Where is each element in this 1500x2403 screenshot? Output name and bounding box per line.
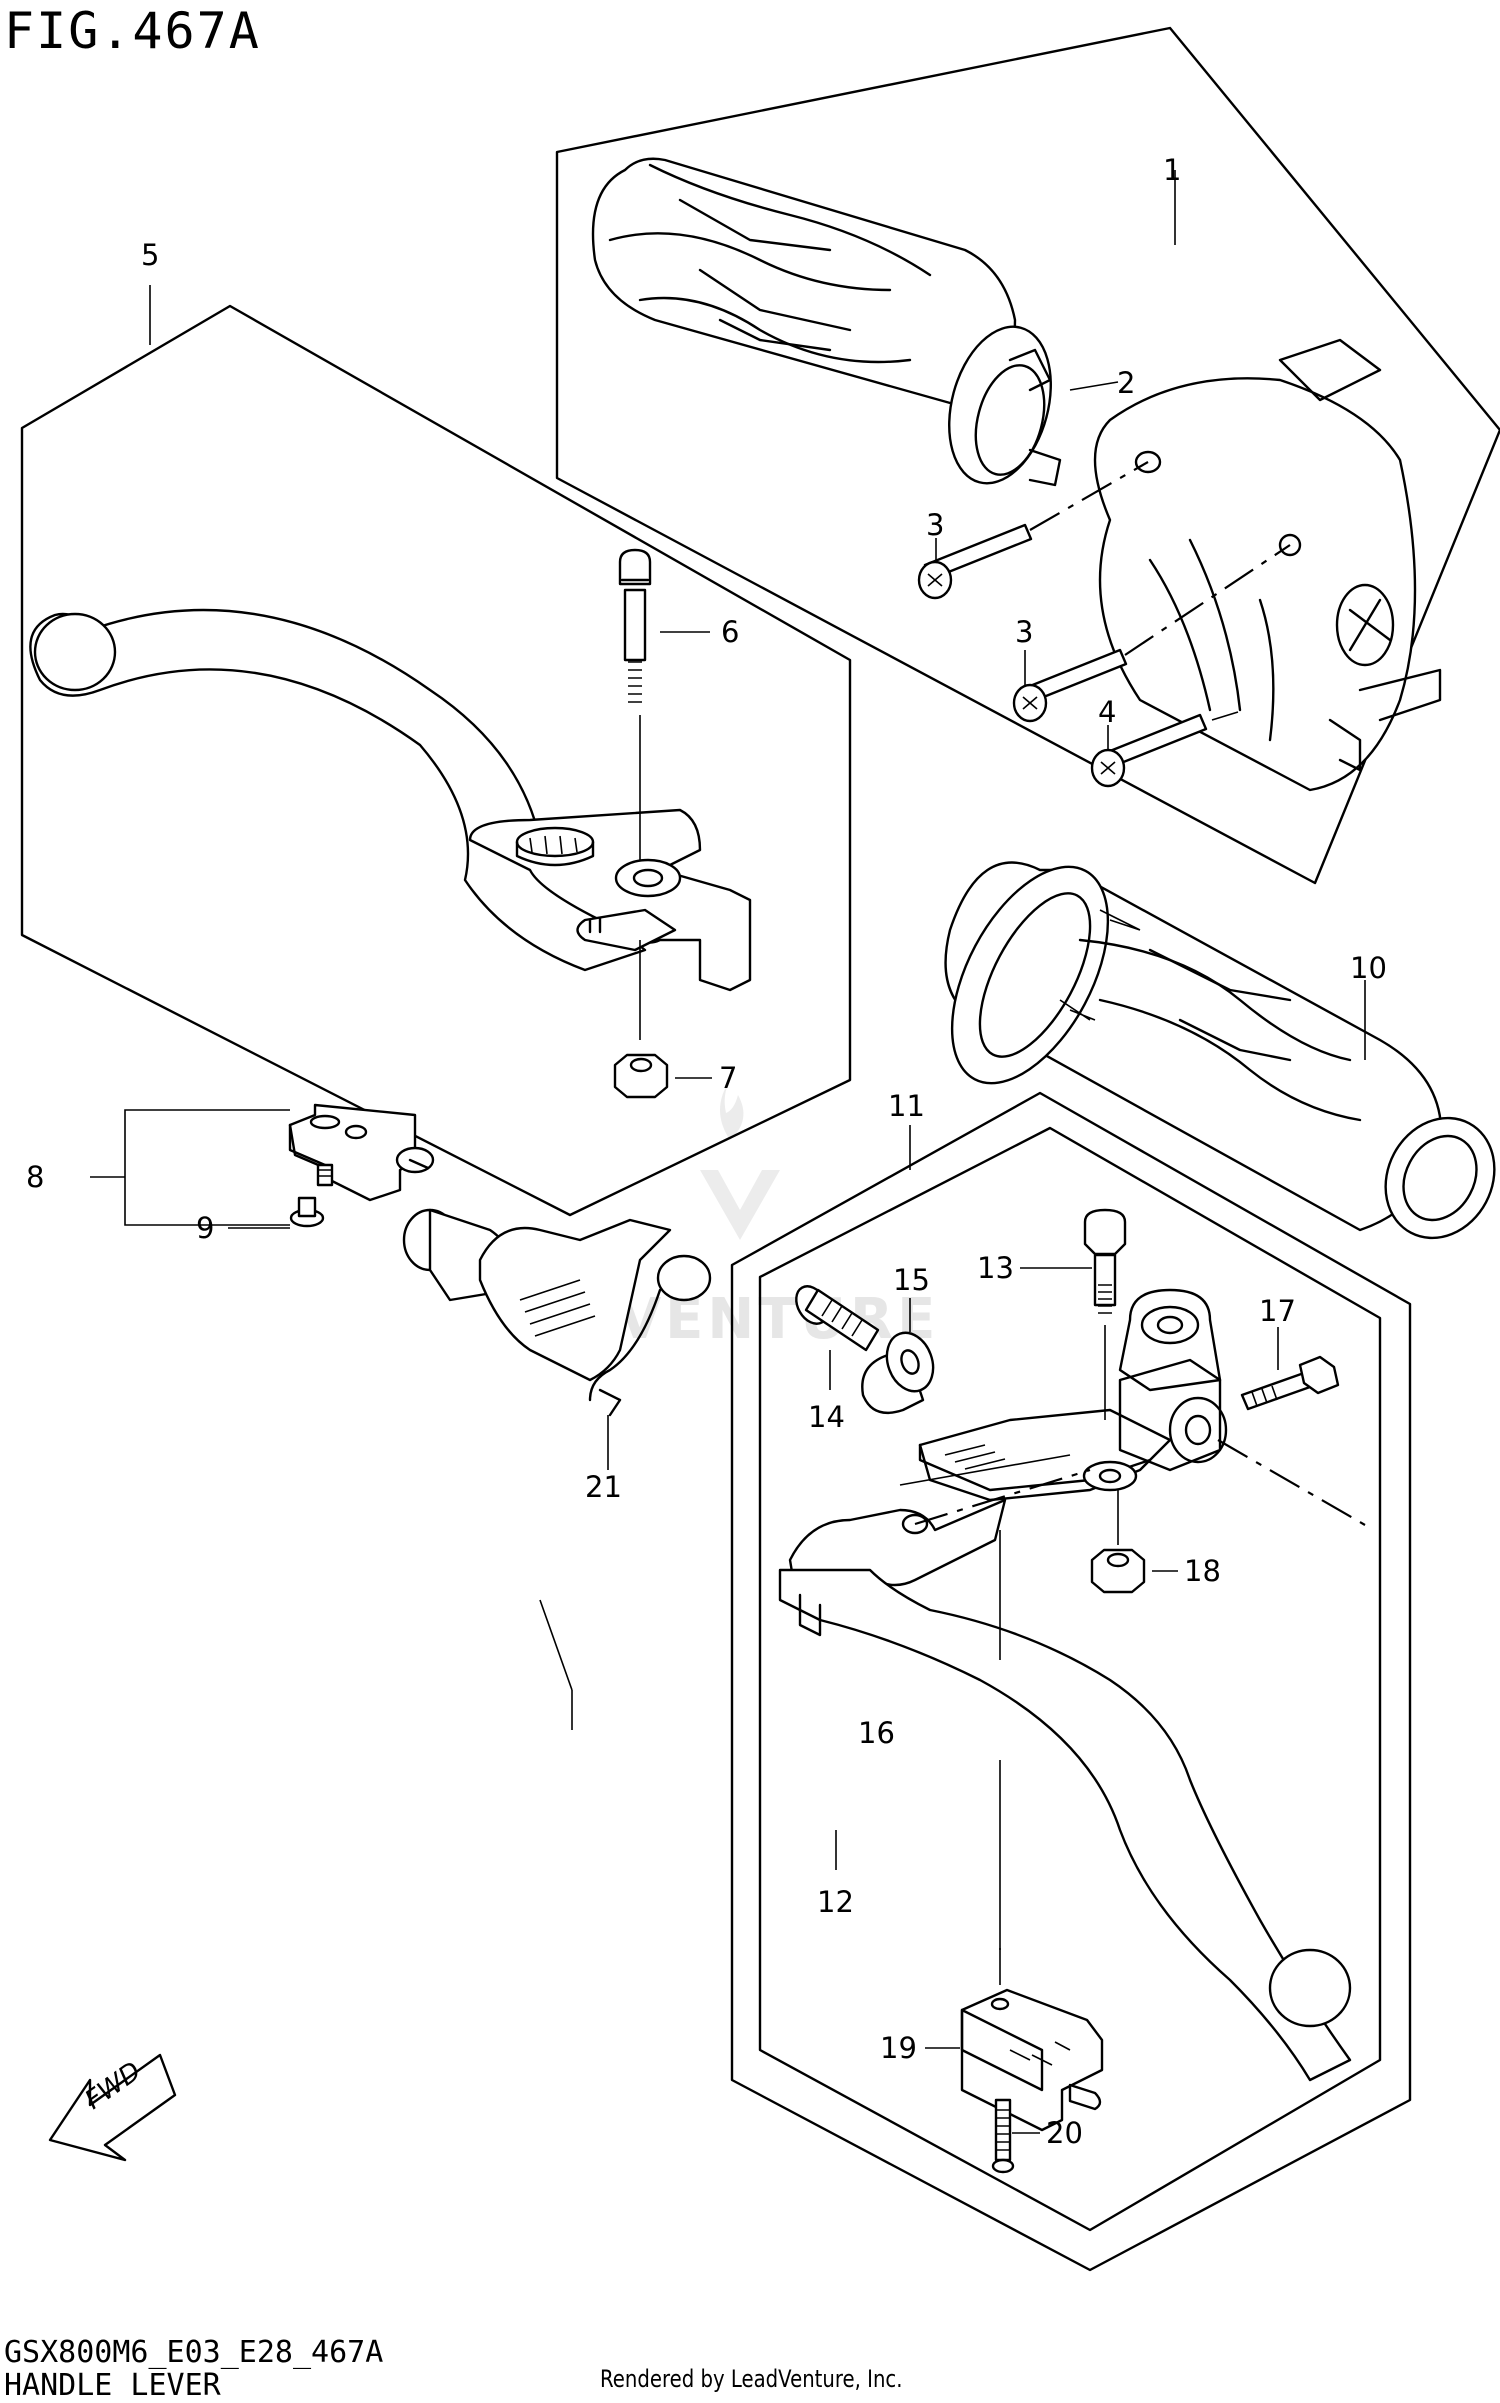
screw-20 xyxy=(991,2098,1015,2174)
callout-3b: 3 xyxy=(1015,615,1033,649)
screw-3-upper xyxy=(917,523,1033,600)
brake-lever xyxy=(29,608,752,992)
left-grip-10 xyxy=(944,861,1496,1240)
group-11-box xyxy=(730,1091,1412,2272)
throttle-grip xyxy=(591,157,1062,487)
callout-10: 10 xyxy=(1350,951,1387,985)
callout-14: 14 xyxy=(808,1400,845,1434)
callout-20: 20 xyxy=(1046,2116,1083,2150)
callout-7: 7 xyxy=(719,1061,737,1095)
clutch-lever-16 xyxy=(778,1498,1352,2082)
callout-9: 9 xyxy=(196,1211,214,1245)
render-credit: Rendered by LeadVenture, Inc. xyxy=(600,2365,903,2393)
callout-5: 5 xyxy=(141,238,159,272)
callout-3a: 3 xyxy=(926,508,944,542)
screw-9 xyxy=(289,1163,334,1228)
brake-switch-8 xyxy=(288,1103,435,1202)
fwd-arrow: FWD xyxy=(48,2053,177,2162)
bolt-13 xyxy=(1083,1208,1127,1314)
screw-17 xyxy=(1240,1355,1340,1411)
nut-18 xyxy=(1090,1548,1146,1594)
callout-21: 21 xyxy=(585,1470,622,1504)
callout-12: 12 xyxy=(817,1885,854,1919)
callout-1: 1 xyxy=(1163,153,1181,187)
figure-code: GSX800M6_E03_E28_467A xyxy=(4,2335,384,2370)
callout-19: 19 xyxy=(880,2031,917,2065)
group-5-box xyxy=(20,304,852,1217)
screw-14 xyxy=(795,1285,880,1352)
callout-2: 2 xyxy=(1117,366,1135,400)
callout-16: 16 xyxy=(858,1716,895,1750)
screw-3-lower xyxy=(1012,648,1128,723)
bolt-6 xyxy=(618,548,652,703)
switch-housing xyxy=(1093,338,1442,792)
clutch-switch-19 xyxy=(960,1988,1104,2132)
callout-11: 11 xyxy=(888,1089,925,1123)
callout-17: 17 xyxy=(1259,1294,1296,1328)
figure-title: FIG.467A xyxy=(4,2,261,60)
nut-7 xyxy=(613,1053,669,1099)
callout-4: 4 xyxy=(1098,695,1116,729)
group-12-box xyxy=(758,1126,1382,2232)
callout-13: 13 xyxy=(977,1251,1014,1285)
screw-4 xyxy=(1090,713,1208,788)
callout-18: 18 xyxy=(1184,1554,1221,1588)
figure-name: HANDLE LEVER xyxy=(4,2368,221,2403)
clutch-bracket xyxy=(918,1288,1228,1502)
callout-15: 15 xyxy=(893,1263,930,1297)
callout-6: 6 xyxy=(721,615,739,649)
callout-8: 8 xyxy=(26,1160,44,1194)
washer-15 xyxy=(861,1331,935,1415)
callout-labels: 1 2 3 3 4 5 6 7 8 9 10 11 12 13 14 15 16… xyxy=(26,153,1387,2150)
cable-adjuster-21 xyxy=(402,1208,712,1417)
